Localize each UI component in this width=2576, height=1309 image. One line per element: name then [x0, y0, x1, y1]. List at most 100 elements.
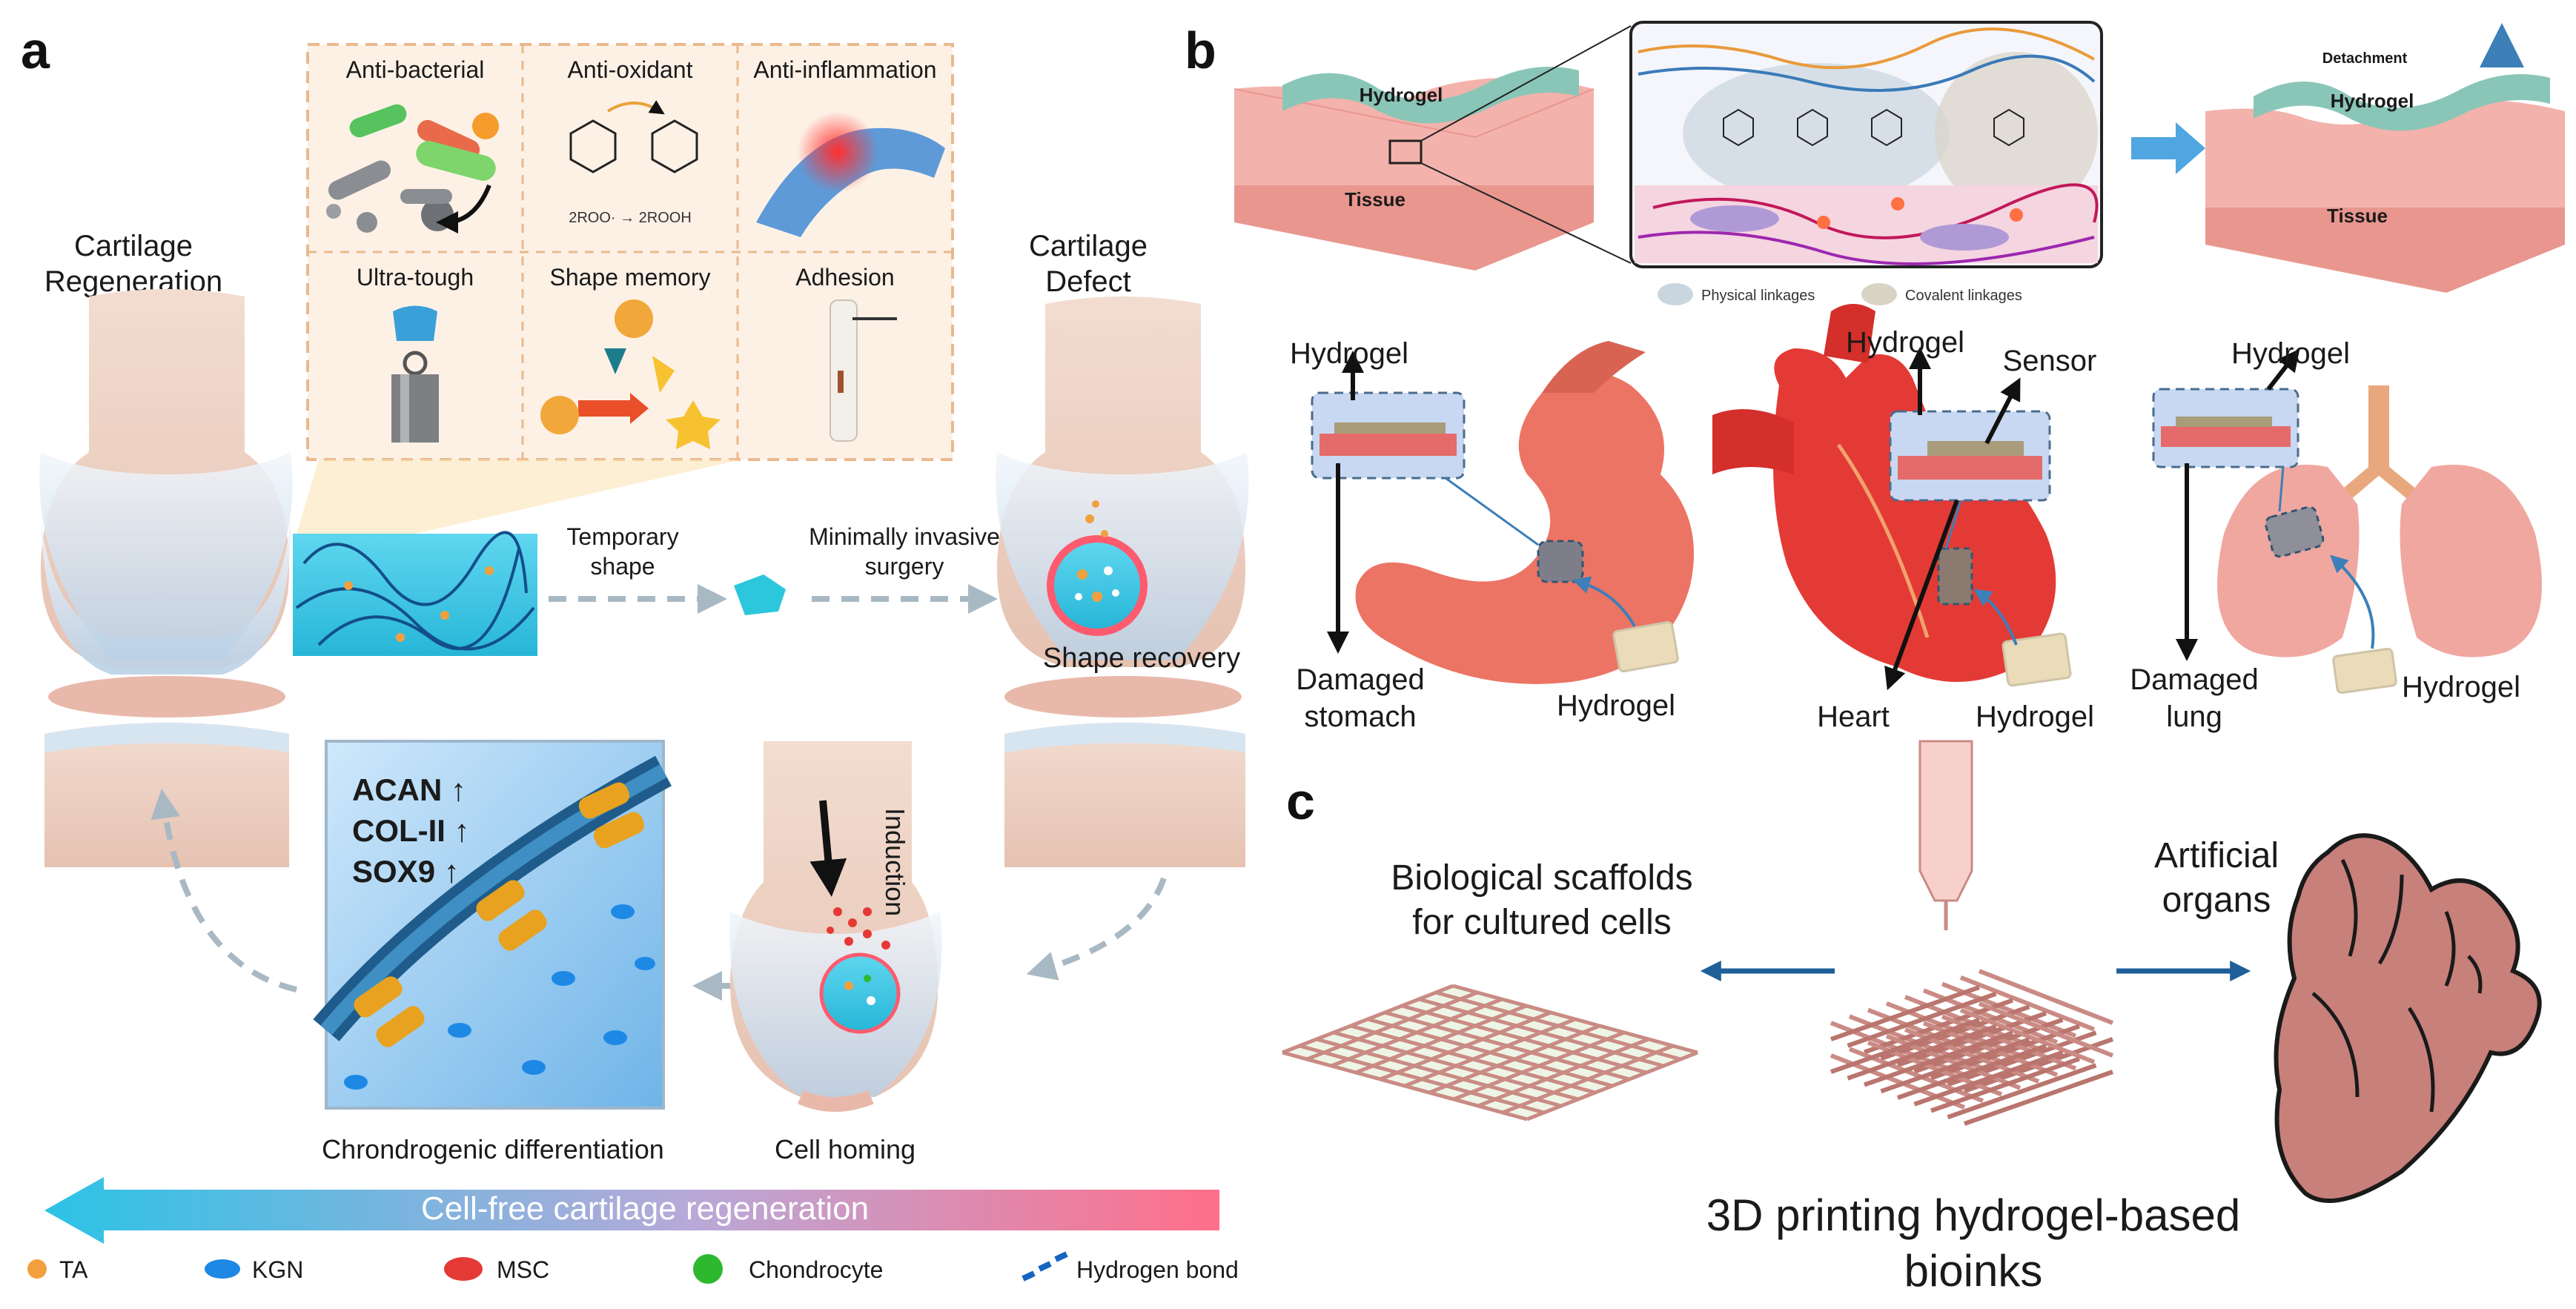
physical-linkage-label: Physical linkages: [1701, 288, 1815, 304]
heart-label: Heart: [1817, 700, 1890, 733]
induction-label: Induction: [880, 808, 910, 916]
shape-memory-illustration: [540, 299, 721, 449]
scaffold-strand: [1880, 1037, 2030, 1094]
property-shape-memory: Shape memory: [550, 264, 711, 291]
weight-illustration: [391, 305, 439, 443]
property-anti-oxidant: Anti-oxidant: [568, 56, 693, 83]
temporary-shape-gel: [734, 574, 786, 615]
molecular-inset: [1629, 21, 2103, 268]
scaffolds-line2: for cultured cells: [1412, 903, 1671, 942]
scaffold-strand: [1847, 1024, 1997, 1081]
scaffold-strand: [1435, 990, 1681, 1061]
cell-homing-label: Cell homing: [775, 1134, 915, 1164]
legend-ta-swatch: [27, 1259, 47, 1279]
property-anti-inflammation: Anti-inflammation: [753, 56, 936, 83]
marker-sox9: SOX9 ↑: [352, 854, 460, 889]
scaffold-strand: [1978, 1001, 2114, 1058]
shape-recovery-label: Shape recovery: [1043, 643, 1240, 674]
surgery-line1: Minimally invasive: [809, 523, 1000, 550]
chondrogenic-label: Chrondrogenic differentiation: [322, 1134, 664, 1164]
damaged-lung-line2: lung: [2166, 700, 2222, 733]
scaffolds-line1: Biological scaffolds: [1391, 858, 1692, 898]
property-adhesion: Adhesion: [795, 264, 894, 291]
heart-illustration: [1712, 304, 2072, 691]
hydrogel-label-right: Hydrogel: [2331, 90, 2414, 112]
scaffold-strand: [1453, 1030, 1625, 1101]
legend-ta-label: TA: [59, 1256, 88, 1283]
scaffold-strand: [1428, 1024, 1600, 1095]
tissue-block-right: Hydrogel Tissue Detachment: [2205, 23, 2565, 293]
biological-scaffold: [1282, 984, 1698, 1121]
legend-msc-swatch: [444, 1257, 483, 1281]
lung-hydrogel-top: Hydrogel: [2231, 337, 2350, 370]
heart-hydrogel-top: Hydrogel: [1846, 326, 1964, 359]
organs-line2: organs: [2162, 881, 2271, 920]
printing-line2: bioinks: [1904, 1246, 2043, 1296]
covalent-linkage-swatch: [1861, 283, 1897, 305]
stomach-hydrogel-bottom: Hydrogel: [1557, 689, 1675, 722]
property-grid: Anti-bacterial Anti-oxidant Anti-inflamm…: [306, 43, 954, 461]
legend-kgn-swatch: [205, 1259, 240, 1279]
lungs-illustration: [2152, 348, 2542, 695]
property-anti-bacterial: Anti-bacterial: [346, 56, 485, 83]
scaffold-strand: [1526, 1050, 1698, 1121]
scaffold-strand: [1502, 1044, 1674, 1115]
legend: TA KGN MSC Chondrocyte Hydrogen bond: [27, 1251, 1239, 1284]
left-title-line1: Cartilage: [74, 230, 193, 262]
temporary-shape-line2: shape: [590, 553, 655, 580]
cell-homing-bone: Induction: [729, 741, 942, 1112]
scaffold-strand: [1959, 1007, 2096, 1064]
marker-acan: ACAN ↑: [352, 772, 466, 807]
transition-arrow: [2131, 122, 2205, 174]
scaffold-strand: [1401, 1004, 1647, 1075]
bacteria-illustration: [326, 104, 499, 233]
scaffold-strand: [1913, 1050, 2064, 1107]
process-arrows: [150, 584, 1167, 1001]
property-ultra-tough: Ultra-tough: [357, 264, 474, 291]
stomach-illustration: [1311, 341, 1694, 684]
hydrogel-block: [293, 531, 537, 656]
hydrogel-label-left: Hydrogel: [1360, 84, 1443, 106]
scaffold-strand: [1477, 1037, 1649, 1108]
scaffold-strand: [1830, 985, 1980, 1041]
reaction-text: 2ROO· → 2ROOH: [569, 210, 692, 226]
knee-regenerated: Cartilage Regeneration: [39, 230, 293, 867]
scaffold-strand: [1452, 984, 1698, 1055]
lung-hydrogel-bottom: Hydrogel: [2402, 671, 2520, 703]
inflamed-joint-illustration: [756, 111, 945, 237]
scaffold-strand: [1864, 1030, 2013, 1087]
temporary-shape-line1: Temporary: [566, 523, 678, 550]
legend-kgn-label: KGN: [252, 1256, 303, 1283]
physical-linkage-swatch: [1658, 283, 1693, 305]
damaged-lung-line1: Damaged: [2130, 663, 2258, 696]
damaged-stomach-line2: stomach: [1304, 700, 1416, 733]
organs-line1: Artificial: [2154, 836, 2279, 875]
sensor-label: Sensor: [2003, 345, 2097, 377]
legend-msc-label: MSC: [497, 1256, 549, 1283]
scaffold-strand: [1964, 1070, 2113, 1126]
right-title-line1: Cartilage: [1029, 230, 1148, 262]
covalent-linkage-label: Covalent linkages: [1905, 288, 2022, 304]
panel-label-c: c: [1286, 772, 1315, 830]
scaffold-strand: [1978, 969, 2114, 1025]
scaffold-strand: [1930, 1056, 2080, 1113]
adhesion-illustration: [830, 299, 897, 442]
tissue-block-left: Hydrogel Tissue: [1234, 25, 1632, 271]
surgery-line2: surgery: [865, 553, 944, 580]
artificial-heart: [2274, 833, 2542, 1203]
stomach-hydrogel-top: Hydrogel: [1290, 337, 1408, 370]
scaffold-strand: [1897, 1044, 2047, 1100]
zoom-callout: [297, 460, 741, 534]
tissue-label-left: Tissue: [1345, 188, 1405, 211]
legend-hbond-label: Hydrogen bond: [1076, 1256, 1239, 1283]
scaffold-strand: [1959, 975, 2096, 1032]
legend-chondrocyte-swatch: [693, 1254, 723, 1284]
scaffold-strand: [1830, 1018, 1980, 1074]
scaffold-strand: [1418, 997, 1664, 1068]
scaffold-strand: [1947, 1063, 2097, 1120]
banner-text: Cell-free cartilage regeneration: [421, 1190, 869, 1227]
zoom-box: [1388, 139, 1423, 165]
antioxidant-illustration: 2ROO· → 2ROOH: [569, 100, 698, 226]
right-title-line2: Defect: [1045, 265, 1131, 298]
